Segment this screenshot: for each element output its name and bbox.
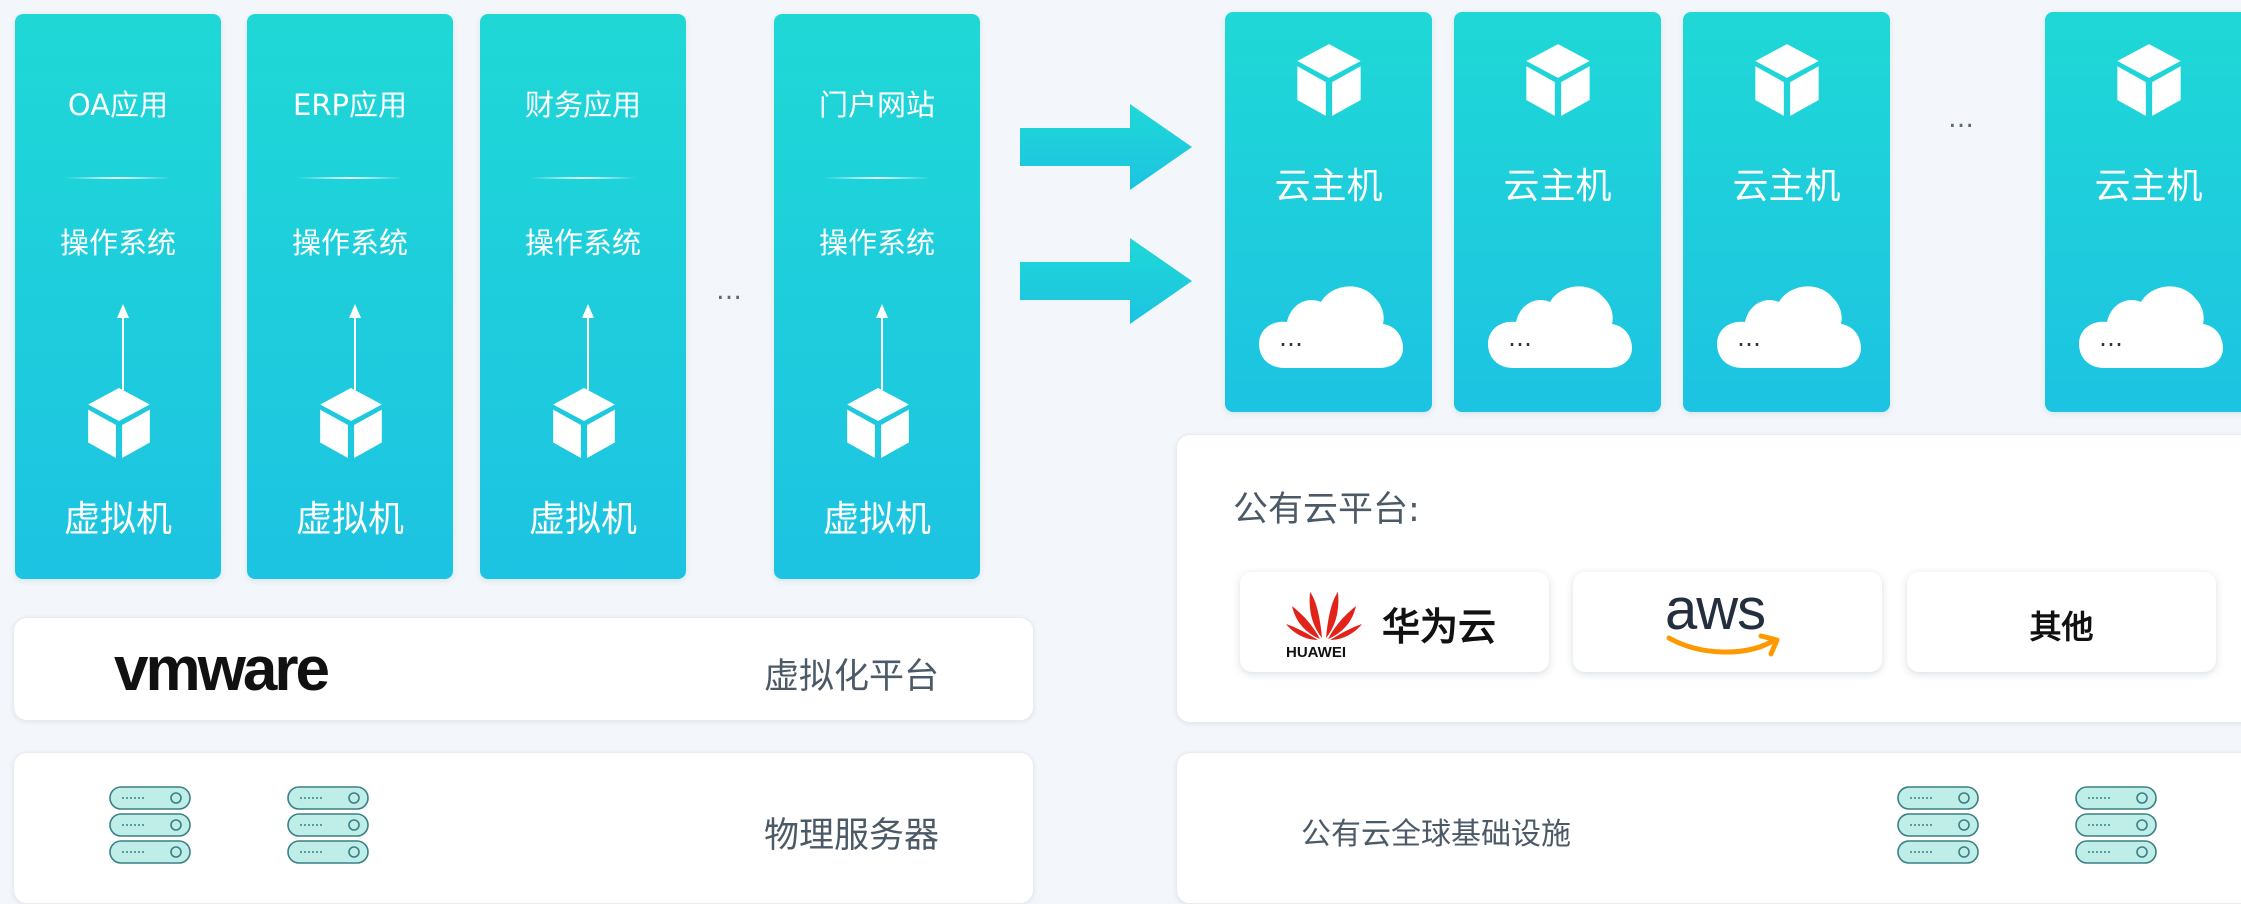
- vm-column-erp: ERP应用 操作系统 虚拟机: [247, 14, 453, 579]
- cloud-icon: [1488, 286, 1632, 368]
- cloud-host-label: 云主机: [1274, 166, 1383, 207]
- physical-server-bar: 物理服务器: [13, 752, 1034, 904]
- more-hosts-ellipsis: …: [1948, 104, 1976, 134]
- app-label: 财务应用: [524, 88, 641, 122]
- more-columns-ellipsis: …: [716, 276, 744, 306]
- cube-icon: [1755, 44, 1819, 116]
- app-label: 门户网站: [818, 88, 935, 122]
- public-cloud-title: 公有云平台:: [1233, 490, 1420, 530]
- app-label: OA应用: [67, 88, 169, 122]
- cloud-host-column: 云主机 …: [1454, 12, 1661, 412]
- cloud-host-column: 云主机 …: [1225, 12, 1432, 412]
- divider: [530, 177, 636, 179]
- arrow-up-icon: [876, 304, 888, 390]
- huawei-logo-icon: [1286, 592, 1362, 640]
- vendor-name: 其他: [2029, 608, 2094, 646]
- divider: [824, 177, 930, 179]
- cloud-icon: [1259, 286, 1403, 368]
- cube-icon: [1297, 44, 1361, 116]
- cube-icon: [88, 388, 150, 458]
- huawei-caption: HUAWEI: [1286, 644, 1346, 661]
- os-label: 操作系统: [818, 226, 935, 260]
- vm-label: 虚拟机: [63, 499, 172, 540]
- server-icon: [287, 786, 369, 864]
- server-icon: [1897, 786, 1979, 864]
- cube-icon: [553, 388, 615, 458]
- cloud-ellipsis: …: [1508, 324, 1533, 352]
- server-icon: [2075, 786, 2157, 864]
- cube-icon: [847, 388, 909, 458]
- cube-icon: [320, 388, 382, 458]
- infrastructure-label: 公有云全球基础设施: [1301, 817, 1571, 852]
- divider: [65, 177, 171, 179]
- server-icon: [109, 786, 191, 864]
- vm-label: 虚拟机: [528, 499, 637, 540]
- vm-column-finance: 财务应用 操作系统 虚拟机: [480, 14, 686, 579]
- cloud-icon: [1717, 286, 1861, 368]
- migration-arrow-icon: [1020, 104, 1192, 190]
- vmware-logo: vmware: [114, 634, 330, 705]
- physical-server-label: 物理服务器: [764, 816, 940, 856]
- cloud-ellipsis: …: [1737, 324, 1762, 352]
- divider: [297, 177, 403, 179]
- os-label: 操作系统: [291, 226, 408, 260]
- cube-icon: [1526, 44, 1590, 116]
- virtualization-label: 虚拟化平台: [764, 657, 940, 697]
- vendor-card-aws: aws: [1573, 572, 1882, 672]
- os-label: 操作系统: [524, 226, 641, 260]
- cloud-ellipsis: …: [1279, 324, 1304, 352]
- vendor-card-huawei: HUAWEI 华为云: [1240, 572, 1549, 672]
- public-cloud-infrastructure-bar: 公有云全球基础设施: [1176, 752, 2241, 904]
- vm-label: 虚拟机: [822, 499, 931, 540]
- arrow-up-icon: [349, 304, 361, 390]
- vm-label: 虚拟机: [295, 499, 404, 540]
- vm-column-oa: OA应用 操作系统 虚拟机: [15, 14, 221, 579]
- cloud-host-column: 云主机 …: [2045, 12, 2241, 412]
- cloud-host-label: 云主机: [1732, 166, 1841, 207]
- migration-arrow-icon: [1020, 238, 1192, 324]
- os-label: 操作系统: [59, 226, 176, 260]
- cloud-host-label: 云主机: [1503, 166, 1612, 207]
- cloud-icon: [2079, 286, 2223, 368]
- vendor-card-other: 其他: [1907, 572, 2216, 672]
- vendor-name: 华为云: [1382, 605, 1497, 649]
- cloud-host-label: 云主机: [2094, 166, 2203, 207]
- cloud-ellipsis: …: [2099, 324, 2124, 352]
- cloud-host-column: 云主机 …: [1683, 12, 1890, 412]
- vm-column-portal: 门户网站 操作系统 虚拟机: [774, 14, 980, 579]
- vendor-name: aws: [1665, 577, 1766, 642]
- cube-icon: [2117, 44, 2181, 116]
- virtualization-platform-bar: vmware 虚拟化平台: [13, 617, 1034, 721]
- aws-smile-icon: [1666, 633, 1780, 657]
- arrow-up-icon: [582, 304, 594, 390]
- app-label: ERP应用: [293, 88, 407, 122]
- arrow-up-icon: [117, 304, 129, 390]
- vmware-logo-text: vmware: [114, 635, 330, 704]
